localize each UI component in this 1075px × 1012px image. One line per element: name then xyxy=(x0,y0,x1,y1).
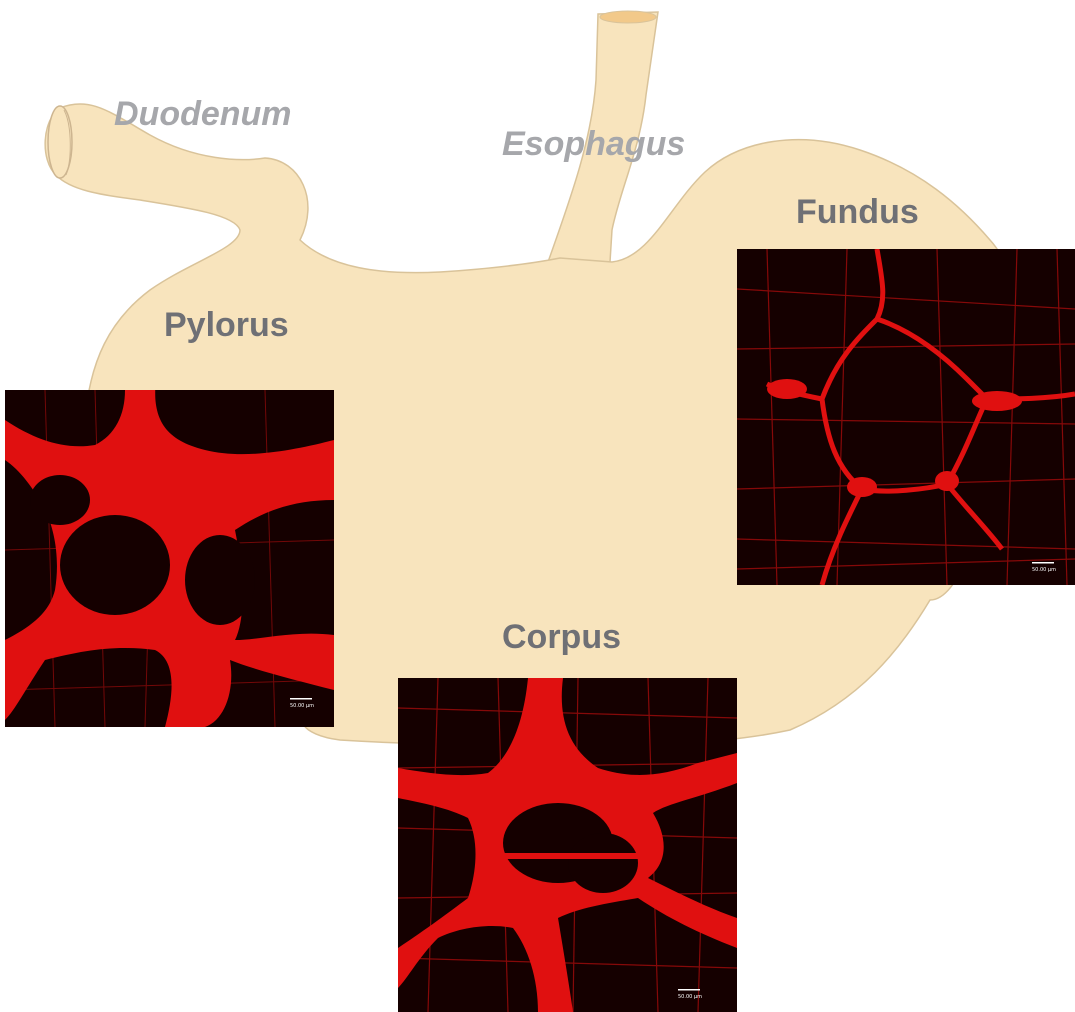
pylorus-label: Pylorus xyxy=(164,306,289,345)
esophagus-label: Esophagus xyxy=(502,125,685,164)
duodenum-label: Duodenum xyxy=(114,95,292,134)
pylorus-scale-text: 50.00 µm xyxy=(290,703,314,709)
fundus-micrograph: 50.00 µm xyxy=(737,249,1075,585)
pylorus-micrograph: 50.00 µm xyxy=(5,390,334,727)
corpus-scale-text: 50.00 µm xyxy=(678,994,702,1000)
corpus-label: Corpus xyxy=(502,618,621,657)
fundus-label: Fundus xyxy=(796,193,919,232)
esophagus-opening xyxy=(600,11,656,23)
corpus-micrograph: 50.00 µm xyxy=(398,678,737,1012)
fundus-scale-text: 50.00 µm xyxy=(1032,567,1056,573)
